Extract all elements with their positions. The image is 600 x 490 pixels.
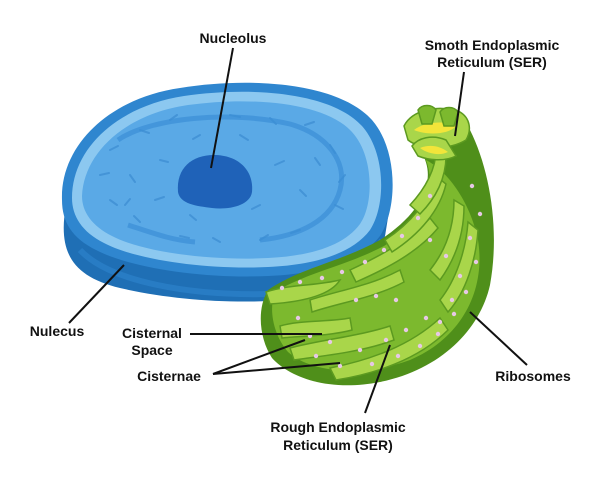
label-cisternal-line2: Space xyxy=(131,342,172,358)
label-rer-line1: Rough Endoplasmic xyxy=(270,419,406,435)
label-ser-line2: Reticulum (SER) xyxy=(437,54,547,70)
label-rer-line2: Reticulum (SER) xyxy=(283,437,393,453)
label-ribosomes: Ribosomes xyxy=(495,368,571,384)
label-cisternal-line1: Cisternal xyxy=(122,325,182,341)
label-nucleolus: Nucleolus xyxy=(200,30,267,46)
label-ser-line1: Smoth Endoplasmic xyxy=(425,37,560,53)
leader-ribosomes xyxy=(470,312,527,365)
label-nucleus: Nulecus xyxy=(30,323,85,339)
label-cisternae: Cisternae xyxy=(137,368,201,384)
